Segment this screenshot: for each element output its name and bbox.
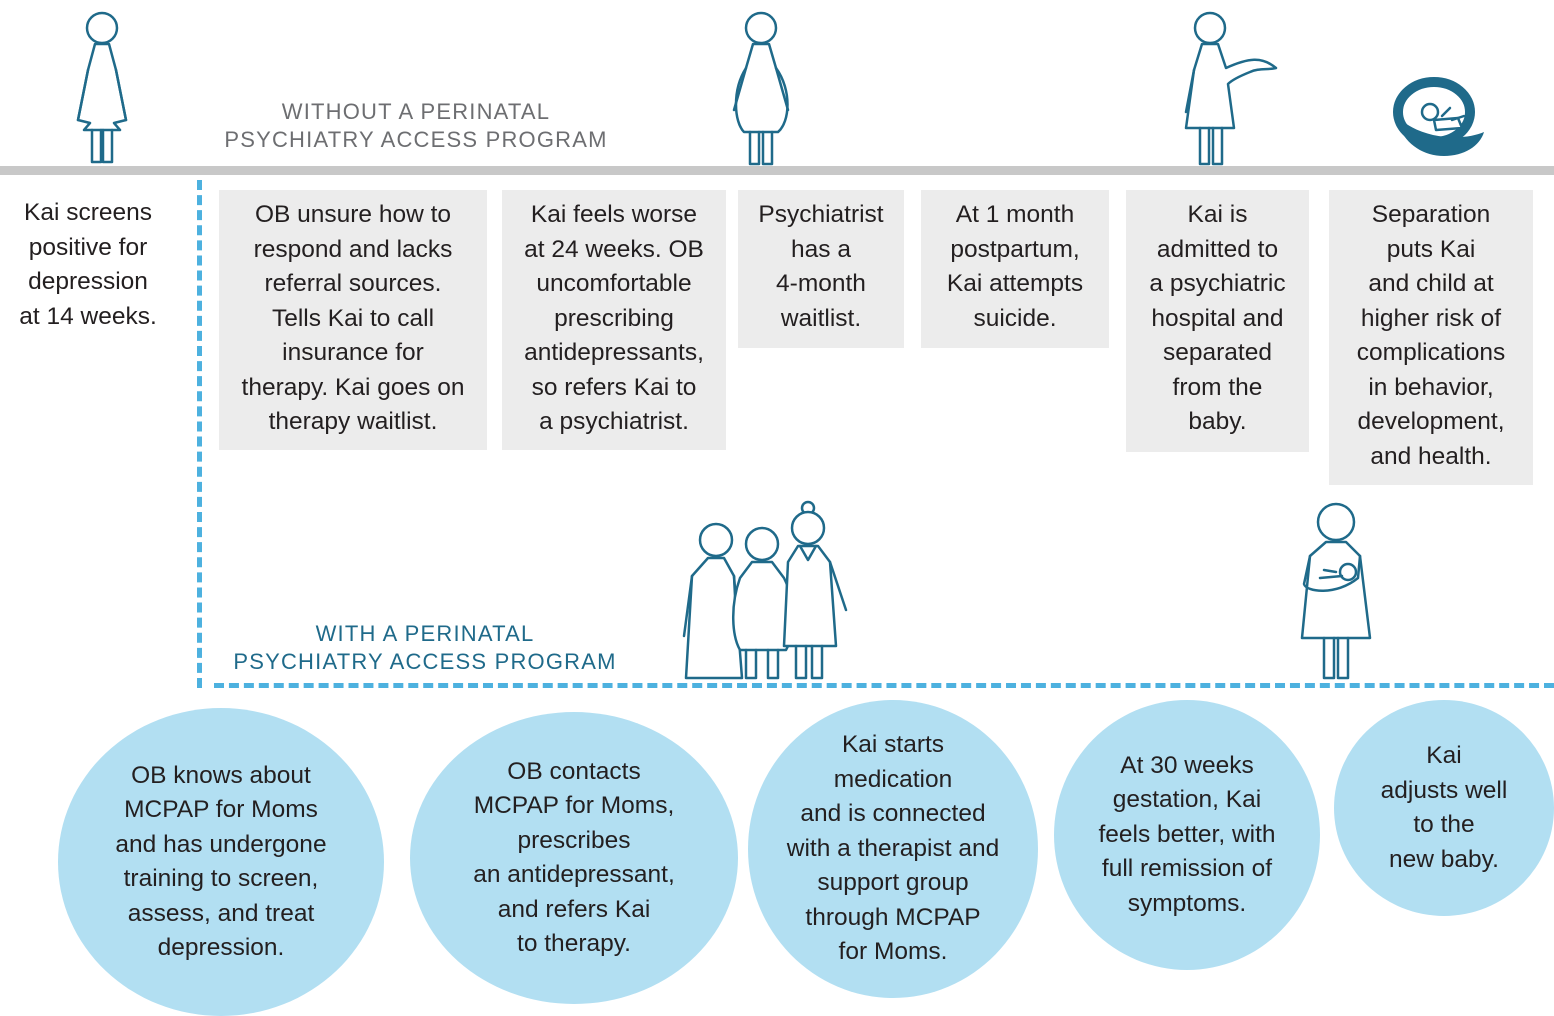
woman-icon xyxy=(72,10,132,166)
with-step-3-text: Kai starts medication and is connected w… xyxy=(786,731,1000,966)
with-step-4-text: At 30 weeks gestation, Kai feels better,… xyxy=(1098,751,1276,917)
without-program-heading: WITHOUT A PERINATAL PSYCHIATRY ACCESS PR… xyxy=(216,98,616,154)
baby-carrier-icon xyxy=(1390,72,1486,162)
without-step-3: Psychiatrist has a 4-month waitlist. xyxy=(738,190,904,348)
without-step-1-text: OB unsure how to respond and lacks refer… xyxy=(241,201,465,435)
without-step-2: Kai feels worse at 24 weeks. OB uncomfor… xyxy=(502,190,726,450)
with-heading-line1: WITH A PERINATAL xyxy=(315,621,535,646)
without-step-6: Separation puts Kai and child at higher … xyxy=(1329,190,1533,485)
with-step-2-text: OB contacts MCPAP for Moms, prescribes a… xyxy=(473,757,675,958)
with-step-5: Kai adjusts well to the new baby. xyxy=(1334,700,1554,916)
with-step-2: OB contacts MCPAP for Moms, prescribes a… xyxy=(410,712,738,1004)
with-program-heading: WITH A PERINATAL PSYCHIATRY ACCESS PROGR… xyxy=(220,620,630,676)
without-step-5-text: Kai is admitted to a psychiatric hospita… xyxy=(1149,201,1286,435)
start-text: Kai screens positive for depression at 1… xyxy=(19,199,157,330)
woman-reaching-icon xyxy=(1178,10,1280,166)
without-heading-line1: WITHOUT A PERINATAL xyxy=(281,99,551,124)
woman-holding-baby-icon xyxy=(1296,498,1376,682)
branch-dashed-line xyxy=(197,180,202,688)
without-heading-line2: PSYCHIATRY ACCESS PROGRAM xyxy=(224,127,608,152)
support-group-icon xyxy=(680,496,852,684)
with-step-1-text: OB knows about MCPAP for Moms and has un… xyxy=(115,761,327,962)
with-step-3: Kai starts medication and is connected w… xyxy=(748,700,1038,998)
with-step-5-text: Kai adjusts well to the new baby. xyxy=(1380,742,1508,873)
without-step-5: Kai is admitted to a psychiatric hospita… xyxy=(1126,190,1309,452)
without-step-4: At 1 month postpartum, Kai attempts suic… xyxy=(921,190,1109,348)
without-step-4-text: At 1 month postpartum, Kai attempts suic… xyxy=(946,201,1084,332)
with-timeline xyxy=(214,683,1554,688)
with-step-4: At 30 weeks gestation, Kai feels better,… xyxy=(1054,700,1320,970)
without-timeline xyxy=(0,166,1554,175)
pregnant-woman-icon xyxy=(726,10,796,166)
without-step-3-text: Psychiatrist has a 4-month waitlist. xyxy=(758,201,884,332)
without-step-6-text: Separation puts Kai and child at higher … xyxy=(1356,201,1506,470)
with-step-1: OB knows about MCPAP for Moms and has un… xyxy=(58,708,384,1016)
with-heading-line2: PSYCHIATRY ACCESS PROGRAM xyxy=(233,649,617,674)
without-step-2-text: Kai feels worse at 24 weeks. OB uncomfor… xyxy=(524,201,704,435)
without-step-1: OB unsure how to respond and lacks refer… xyxy=(219,190,487,450)
